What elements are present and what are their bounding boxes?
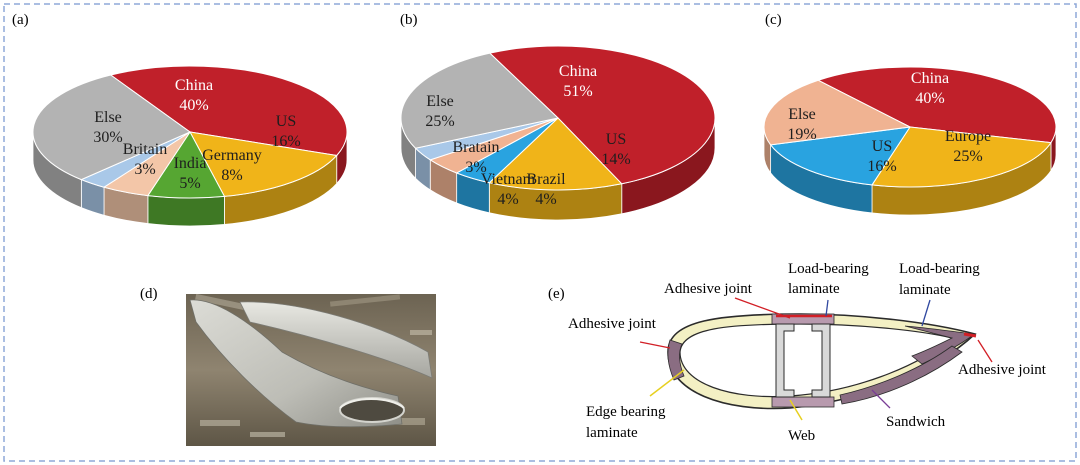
pie-label-else: Else (788, 106, 816, 123)
blade-root-opening (339, 397, 405, 423)
leader-edge-bearing (649, 369, 685, 397)
blade-front (189, 299, 403, 428)
pie-slice-us (189, 131, 338, 197)
pie-label-china: China (911, 70, 949, 87)
pie-label-us: US (606, 131, 626, 148)
pie-slice-europe (871, 126, 1052, 188)
pie-slice-china (488, 45, 716, 185)
leader-adhesive-left (639, 341, 671, 349)
pie-slice-else (763, 79, 912, 146)
spar-cap-top (771, 313, 835, 325)
pie-label-bratain: Bratain (452, 139, 499, 156)
label-web: Web (788, 428, 815, 444)
pie-value-us: 14% (601, 151, 630, 168)
pie-label-india: India (174, 155, 207, 172)
pie-slice-us (769, 126, 912, 186)
leader-web (789, 399, 803, 421)
pie-label-germany: Germany (202, 147, 262, 164)
pie-value-brazil: 4% (535, 191, 556, 208)
panel-label-e: (e) (548, 286, 565, 302)
adhesive-joint-mark-trailing (963, 332, 977, 338)
pie-top-faces (400, 45, 716, 191)
label-adhesive-joint-left: Adhesive joint (568, 316, 657, 332)
pie-value-else: 25% (425, 113, 454, 130)
pie-value-else: 30% (93, 129, 122, 146)
leader-sandwich (871, 389, 891, 409)
pie-value-china: 40% (179, 97, 208, 114)
panel-label-b: (b) (400, 12, 418, 28)
blade-photo (186, 293, 436, 446)
pie-label-us: US (872, 138, 892, 155)
shear-web-left (775, 323, 795, 398)
pie-slice-else (32, 74, 192, 181)
pie-value-europe: 25% (953, 148, 982, 165)
edge-bearing-laminate (667, 339, 685, 381)
label-adhesive-joint-top: Adhesive joint (664, 281, 753, 297)
leader-load-bearing-1 (825, 299, 829, 317)
pie-labels: China 40% Europe 25% US 16% Else 19% (787, 70, 991, 175)
pie-label-us: US (276, 113, 296, 130)
panel-label-c: (c) (765, 12, 782, 28)
sandwich-panel-lower (839, 345, 963, 405)
pie-chart-a: China 40% US 16% Germany 8% India 5% Britain 3% El… (32, 65, 348, 227)
pie-side-walls (763, 126, 1057, 216)
panel-label-a: (a) (12, 12, 29, 28)
pie-top-faces (763, 66, 1057, 188)
photo-debris (195, 293, 432, 437)
blade-root-lip (339, 398, 405, 409)
pie-value-india: 5% (179, 175, 200, 192)
pie-value-bratain: 3% (465, 159, 486, 176)
pie-slice-else (400, 52, 560, 149)
pie-slice-china (109, 65, 348, 157)
pie-label-china: China (559, 63, 597, 80)
pie-value-vietnam: 4% (497, 191, 518, 208)
label-load-bearing-2-line1: Load-bearing (899, 261, 980, 277)
pie-value-china: 40% (915, 90, 944, 107)
pie-value-china: 51% (563, 83, 592, 100)
pie-slice-china (816, 66, 1057, 144)
pie-value-britain: 3% (134, 161, 155, 178)
pie-value-germany: 8% (221, 167, 242, 184)
pie-side-germany (147, 195, 225, 227)
leader-load-bearing-2 (921, 299, 931, 327)
label-load-bearing-1-line1: Load-bearing (788, 261, 869, 277)
pie-slice-us (488, 117, 623, 191)
label-adhesive-joint-right: Adhesive joint (958, 362, 1047, 378)
pie-value-us: 16% (867, 158, 896, 175)
label-edge-bearing-line2: laminate (586, 425, 638, 441)
pie-chart-c: China 40% Europe 25% US 16% Else 19% (763, 66, 1057, 216)
pie-label-else: Else (94, 109, 122, 126)
pie-labels: China 51% US 14% Brazil 4% Vietnam 4% Bratain 3% E… (425, 63, 630, 208)
pie-top-faces (32, 65, 348, 199)
pie-labels: China 40% US 16% Germany 8% India 5% Britain 3% El… (93, 77, 300, 192)
leader-adhesive-top (734, 297, 791, 319)
label-edge-bearing-line1: Edge bearing (586, 404, 666, 420)
pie-label-brazil: Brazil (526, 171, 566, 188)
blade-back (239, 301, 433, 379)
label-load-bearing-1-line2: laminate (788, 281, 840, 297)
pie-label-vietnam: Vietnam (481, 171, 536, 188)
pie-label-britain: Britain (123, 141, 167, 158)
pie-chart-b: China 51% US 14% Brazil 4% Vietnam 4% Bratain 3% E… (400, 45, 716, 221)
spar-cap-bottom (771, 396, 835, 408)
label-load-bearing-2-line2: laminate (899, 282, 951, 298)
pie-value-else: 19% (787, 126, 816, 143)
panel-label-d: (d) (140, 286, 158, 302)
shear-web-right (811, 323, 831, 398)
pie-value-us: 16% (271, 133, 300, 150)
pie-label-else: Else (426, 93, 454, 110)
leader-adhesive-right (977, 339, 993, 363)
figure-frame (3, 3, 1077, 462)
label-sandwich: Sandwich (886, 414, 946, 430)
blade-cross-section: Adhesive joint Load-bearing laminate Loa… (568, 261, 1047, 444)
cross-section-inner (679, 323, 954, 398)
pie-label-china: China (175, 77, 213, 94)
pie-label-europe: Europe (945, 128, 991, 145)
